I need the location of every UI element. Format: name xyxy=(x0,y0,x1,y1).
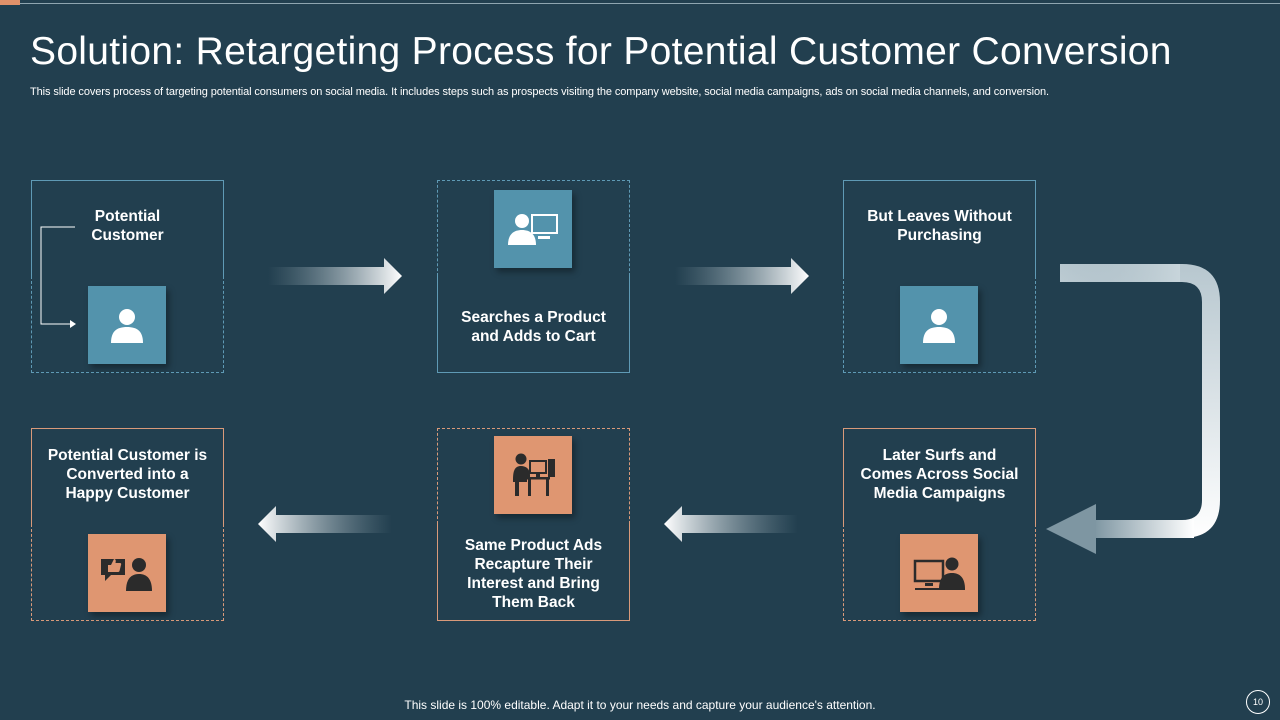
step-label: Potential Customer is Converted into a H… xyxy=(31,446,224,503)
step-label-line: Same Product Ads xyxy=(464,537,603,554)
step-icon-tile xyxy=(88,286,166,364)
top-accent-bar xyxy=(0,0,20,5)
person-at-desk-icon xyxy=(513,453,555,496)
page-number-badge: 10 xyxy=(1246,690,1270,714)
step-label-line: Customer xyxy=(91,227,164,244)
step-icon-tile xyxy=(494,436,572,514)
arrow-right-1 xyxy=(268,258,402,294)
step-box-same-product-ads: Same Product Ads Recapture Their Interes… xyxy=(437,428,630,621)
step-label: Later Surfs and Comes Across Social Medi… xyxy=(843,446,1036,503)
person-at-monitor-icon xyxy=(913,557,965,590)
user-icon xyxy=(111,309,143,343)
step-label-line: Later Surfs and xyxy=(882,447,997,464)
step-icon-tile xyxy=(88,534,166,612)
user-computer-icon xyxy=(508,214,558,245)
step-label: But Leaves Without Purchasing xyxy=(843,207,1036,245)
step-icon-tile xyxy=(900,534,978,612)
arrow-right-2 xyxy=(675,258,809,294)
step-label-line: Recapture Their xyxy=(474,556,593,573)
step-label-line: and Adds to Cart xyxy=(471,328,596,345)
arrow-u-turn xyxy=(1046,264,1220,554)
slide-title: Solution: Retargeting Process for Potent… xyxy=(30,30,1172,73)
top-divider-line xyxy=(20,3,1280,4)
step-label-line: Potential Customer is xyxy=(47,447,208,464)
step-label-line: Potential xyxy=(94,208,161,225)
step-box-searches-product: Searches a Product and Adds to Cart xyxy=(437,180,630,373)
thumbs-up-chat-icon xyxy=(101,558,152,591)
step-icon-tile xyxy=(494,190,572,268)
arrow-left-2 xyxy=(258,506,392,542)
step-box-later-surfs: Later Surfs and Comes Across Social Medi… xyxy=(843,428,1036,621)
arrow-left-1 xyxy=(664,506,798,542)
step-label-line: Them Back xyxy=(492,594,575,611)
step-label-line: Happy Customer xyxy=(65,485,190,502)
step-label-line: Purchasing xyxy=(897,227,982,244)
step-box-leaves-without-purchasing: But Leaves Without Purchasing xyxy=(843,180,1036,373)
step-label: Potential Customer xyxy=(31,207,224,245)
slide-footer: This slide is 100% editable. Adapt it to… xyxy=(404,698,876,712)
step-label-line: Interest and Bring xyxy=(467,575,600,592)
step-label: Same Product Ads Recapture Their Interes… xyxy=(437,536,630,612)
step-label-line: Comes Across Social xyxy=(860,466,1019,483)
step-label-line: Media Campaigns xyxy=(873,485,1006,502)
step-label: Searches a Product and Adds to Cart xyxy=(437,308,630,346)
step-box-potential-customer: Potential Customer xyxy=(31,180,224,373)
step-box-happy-customer: Potential Customer is Converted into a H… xyxy=(31,428,224,621)
step-icon-tile xyxy=(900,286,978,364)
user-icon xyxy=(923,309,955,343)
bracket-arrow xyxy=(40,226,76,328)
step-label-line: Searches a Product xyxy=(461,309,606,326)
step-label-line: Converted into a xyxy=(66,466,189,483)
slide-subtitle: This slide covers process of targeting p… xyxy=(30,86,1049,98)
step-label-line: But Leaves Without xyxy=(867,208,1012,225)
